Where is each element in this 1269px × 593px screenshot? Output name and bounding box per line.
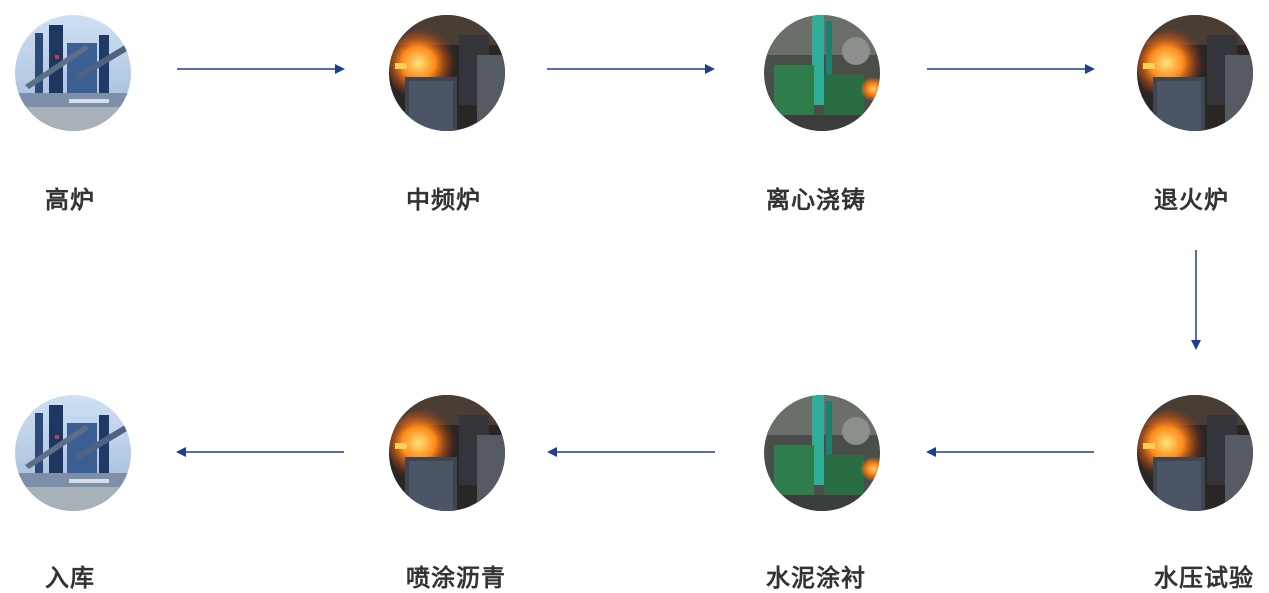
- step-label: 水泥涂衬: [766, 564, 866, 592]
- casting-machine-photo: [764, 395, 880, 511]
- step-label: 退火炉: [1154, 186, 1229, 214]
- step-cement-lining: [764, 395, 880, 511]
- step-label: 中频炉: [406, 186, 481, 214]
- step-label: 高炉: [45, 186, 95, 214]
- step-blast-furnace: [15, 15, 131, 131]
- step-asphalt-spraying: [389, 395, 505, 511]
- step-label: 入库: [45, 564, 95, 592]
- molten-iron-photo: [389, 395, 505, 511]
- step-annealing-furnace: [1137, 15, 1253, 131]
- step-label: 水压试验: [1154, 564, 1254, 592]
- step-centrifugal-casting: [764, 15, 880, 131]
- molten-iron-photo: [1137, 15, 1253, 131]
- step-warehousing: [15, 395, 131, 511]
- step-medium-frequency-furnace: [389, 15, 505, 131]
- step-hydrostatic-test: [1137, 395, 1253, 511]
- step-label: 喷涂沥青: [406, 564, 506, 592]
- step-label: 离心浇铸: [766, 186, 866, 214]
